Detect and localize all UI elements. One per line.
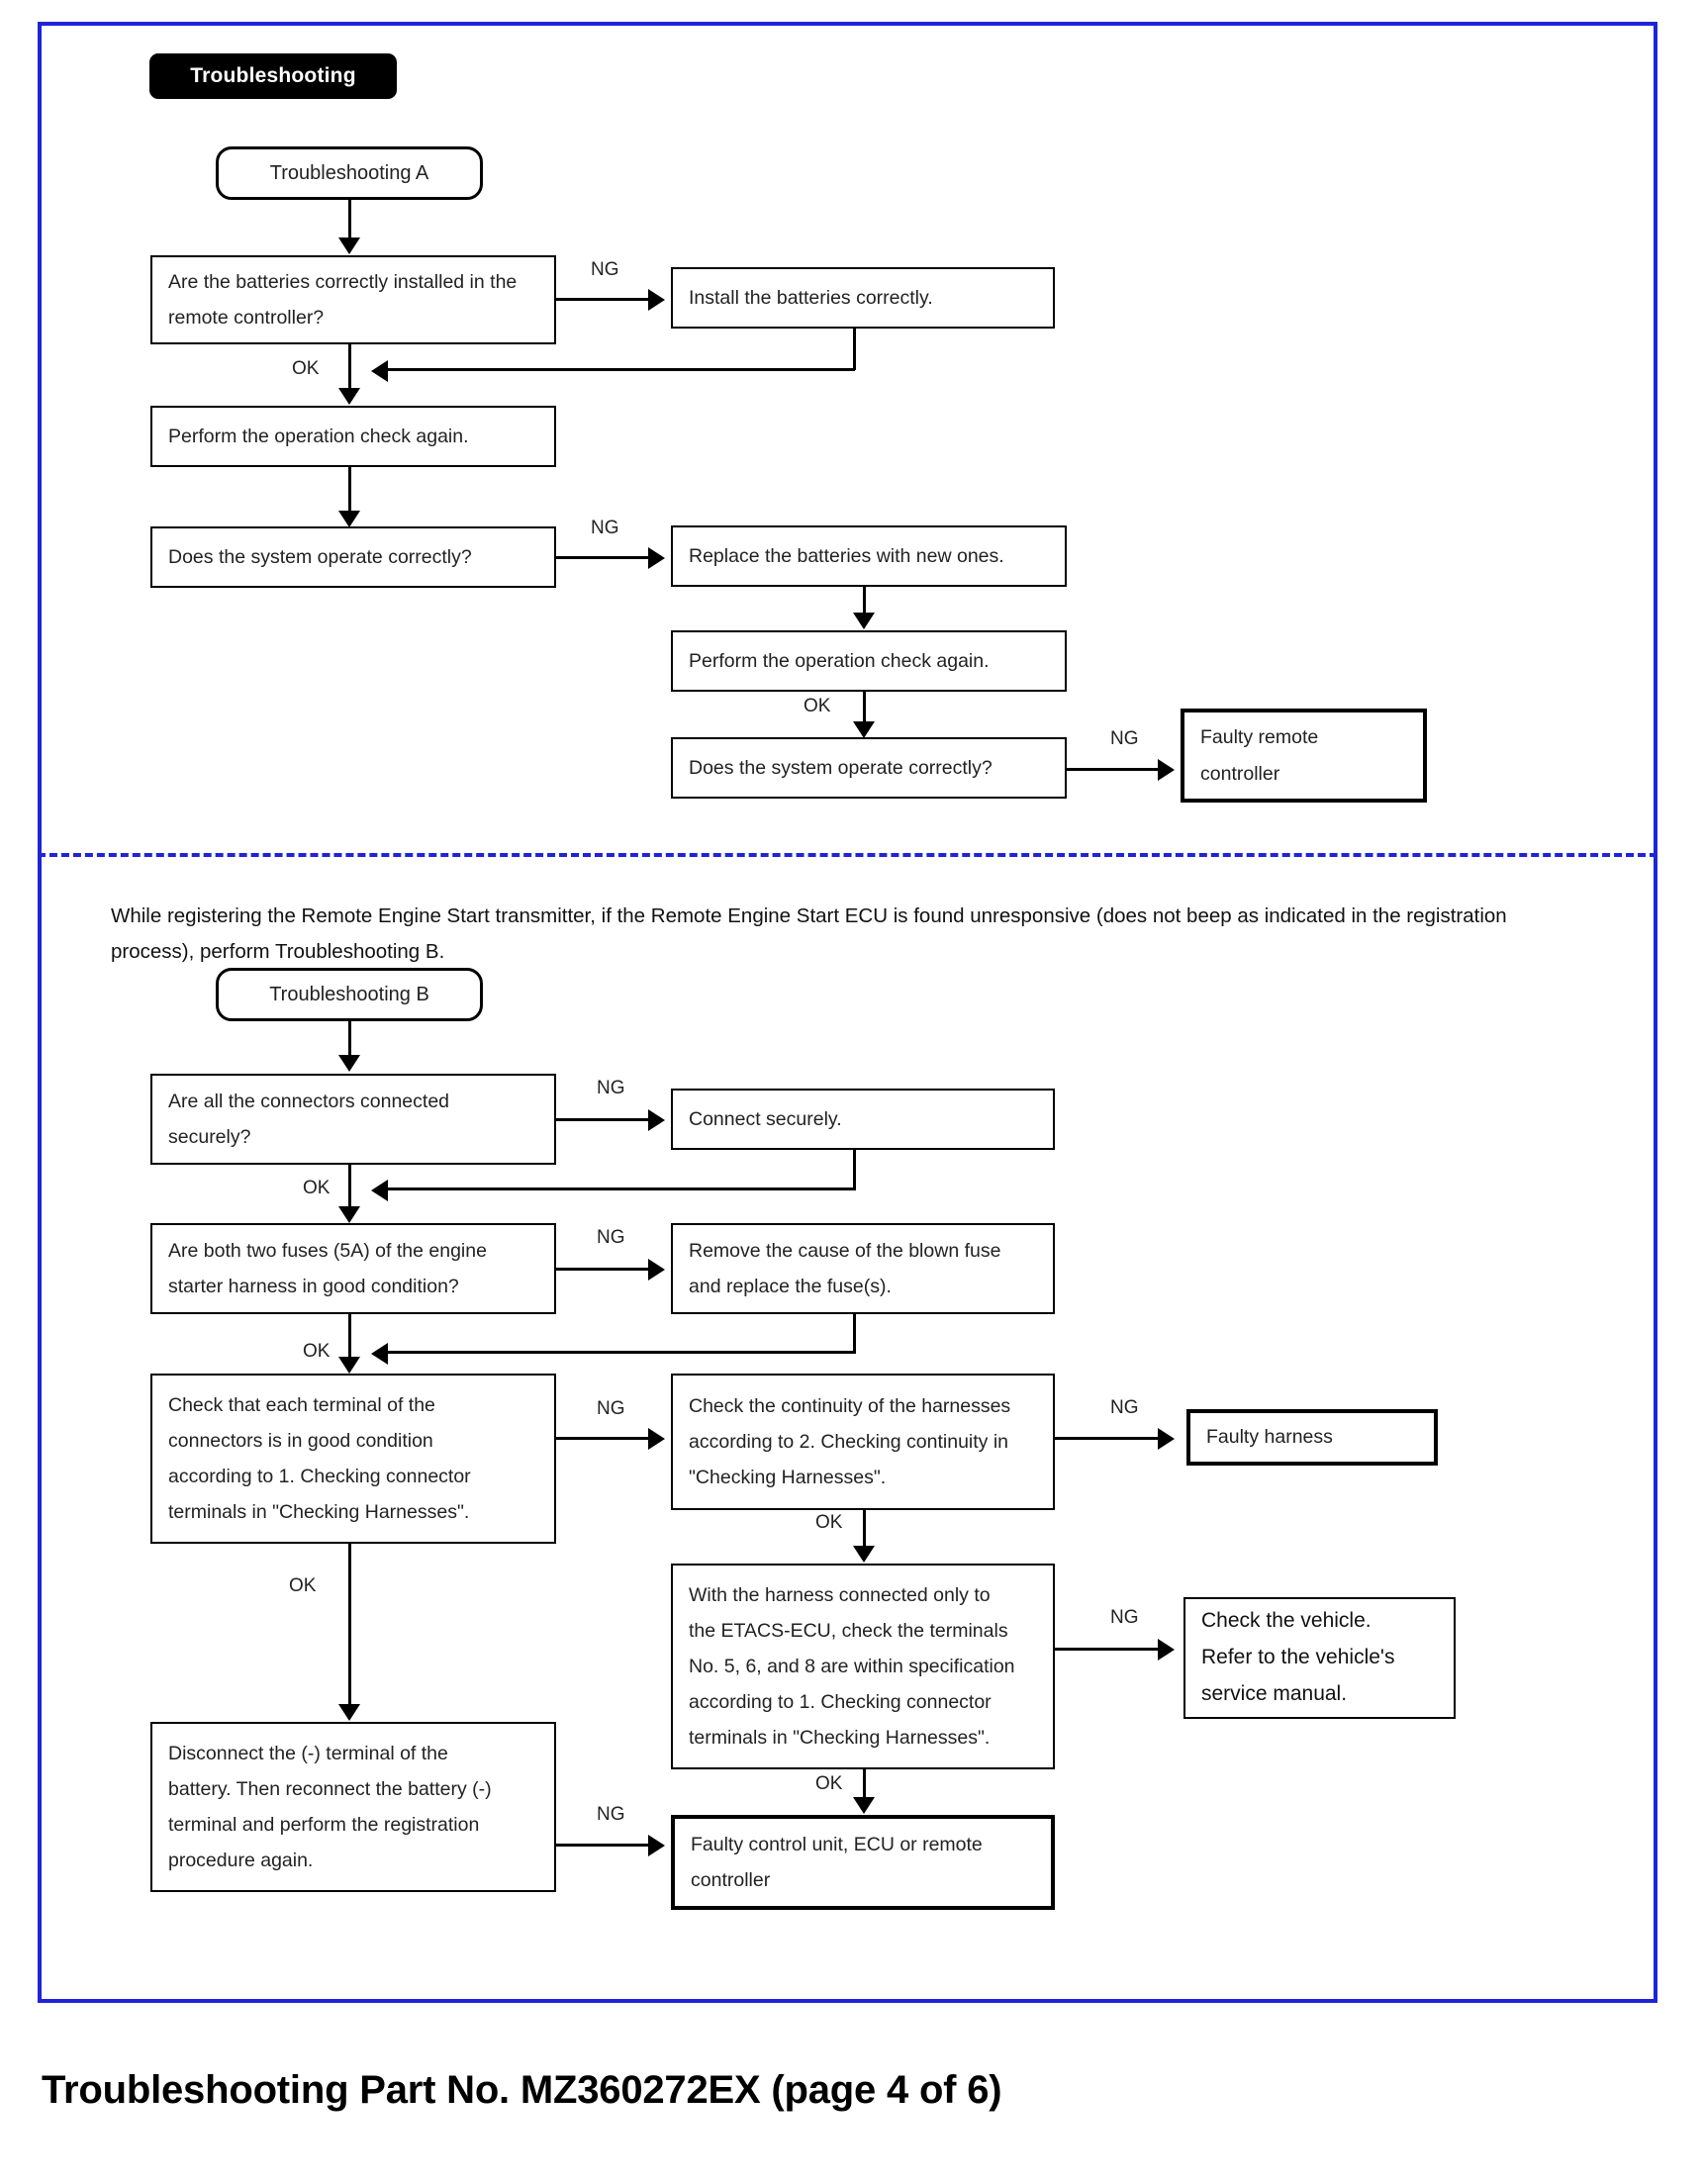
arrowhead-right	[648, 1259, 665, 1281]
edge-label-ng-3: NG	[1110, 728, 1139, 749]
box-action-disconnect-battery: Disconnect the (-) terminal of the batte…	[150, 1722, 556, 1892]
connector-q-fuses-to-remove-cause	[556, 1268, 655, 1271]
arrowhead-down	[338, 1055, 360, 1072]
edge-label-ng-6: NG	[597, 1398, 625, 1419]
box-question-batteries: Are the batteries correctly installed in…	[150, 255, 556, 344]
box-question-check-terminals: Check that each terminal of the connecto…	[150, 1374, 556, 1544]
box-question-operate-1: Does the system operate correctly?	[150, 526, 556, 588]
connector-q-connectors-to-connect	[556, 1118, 655, 1121]
edge-label-ok-4: OK	[303, 1341, 331, 1362]
edge-label-ng-8: NG	[1110, 1607, 1139, 1628]
box-terminal-faulty-control-unit: Faulty control unit, ECU or remote contr…	[671, 1815, 1055, 1910]
connector-terminals-ok-down	[348, 1544, 351, 1710]
connector-install-loop-left	[386, 368, 855, 371]
box-action-remove-blown-fuse: Remove the cause of the blown fuse and r…	[671, 1223, 1055, 1314]
node-troubleshooting-a-start: Troubleshooting A	[216, 146, 483, 200]
connector-etacs-ok-down	[863, 1769, 866, 1803]
page-caption: Troubleshooting Part No. MZ360272EX (pag…	[42, 2068, 1002, 2112]
node-troubleshooting-b-start: Troubleshooting B	[216, 968, 483, 1021]
arrowhead-down	[338, 1206, 360, 1223]
box-process-check-again-1: Perform the operation check again.	[150, 406, 556, 467]
connector-q-batteries-to-install	[556, 298, 655, 301]
arrowhead-left	[371, 1180, 388, 1201]
arrowhead-down	[338, 1704, 360, 1721]
box-action-connect-securely: Connect securely.	[671, 1089, 1055, 1150]
connector-connect-loop-left	[386, 1187, 855, 1190]
edge-label-ng-5: NG	[597, 1227, 625, 1248]
arrowhead-right	[1158, 759, 1175, 781]
edge-label-ok-5: OK	[815, 1512, 843, 1533]
box-terminal-faulty-harness: Faulty harness	[1186, 1409, 1438, 1466]
arrowhead-down	[853, 1797, 875, 1814]
edge-label-ng-2: NG	[591, 518, 619, 538]
edge-label-ok-2: OK	[804, 696, 831, 716]
box-action-install-batteries: Install the batteries correctly.	[671, 267, 1055, 329]
connector-continuity-to-faulty-harness	[1055, 1437, 1166, 1440]
edge-label-ok-6: OK	[289, 1575, 317, 1596]
arrowhead-right	[648, 1109, 665, 1131]
arrowhead-right	[1158, 1428, 1175, 1450]
box-question-check-continuity: Check the continuity of the harnesses ac…	[671, 1374, 1055, 1510]
box-action-replace-batteries: Replace the batteries with new ones.	[671, 525, 1067, 587]
edge-label-ok-7: OK	[815, 1773, 843, 1794]
edge-label-ng-4: NG	[597, 1078, 625, 1098]
arrowhead-down	[338, 511, 360, 527]
arrowhead-down	[853, 1546, 875, 1563]
section-divider	[38, 853, 1657, 857]
box-question-connectors: Are all the connectors connected securel…	[150, 1074, 556, 1165]
connector-fuse-loop-left	[386, 1351, 855, 1354]
connector-install-loop-down	[853, 329, 856, 370]
edge-label-ok-3: OK	[303, 1178, 331, 1198]
note-paragraph: While registering the Remote Engine Star…	[111, 904, 1507, 963]
box-question-operate-2: Does the system operate correctly?	[671, 737, 1067, 799]
arrowhead-right	[648, 289, 665, 311]
connector-continuity-ok-down	[863, 1510, 866, 1552]
box-process-check-again-2: Perform the operation check again.	[671, 630, 1067, 692]
arrowhead-right	[1158, 1639, 1175, 1661]
edge-label-ok-1: OK	[292, 358, 320, 379]
edge-label-ng-7: NG	[1110, 1397, 1139, 1418]
arrowhead-down	[338, 237, 360, 254]
arrowhead-down	[853, 721, 875, 738]
connector-check1-to-q-operate1	[348, 467, 351, 515]
arrowhead-right	[648, 1835, 665, 1856]
connector-etacs-to-check-vehicle	[1055, 1648, 1166, 1651]
arrowhead-left	[371, 360, 388, 382]
edge-label-ng-9: NG	[597, 1804, 625, 1825]
box-terminal-check-vehicle: Check the vehicle. Refer to the vehicle'…	[1183, 1597, 1456, 1719]
connector-disconnect-to-faulty-unit	[556, 1844, 655, 1847]
connector-q-operate1-to-replace	[556, 556, 655, 559]
connector-terminals-to-continuity	[556, 1437, 655, 1440]
connector-q-fuses-ok-down	[348, 1314, 351, 1362]
arrowhead-down	[853, 613, 875, 629]
box-question-fuses: Are both two fuses (5A) of the engine st…	[150, 1223, 556, 1314]
connector-connect-loop-down	[853, 1150, 856, 1190]
connector-start-b-to-q-connectors	[348, 1021, 351, 1059]
section-title-chip: Troubleshooting	[149, 53, 397, 99]
connector-check2-to-q-operate2	[863, 692, 866, 727]
connector-q-operate2-to-faulty-remote	[1067, 768, 1166, 771]
connector-q-connectors-ok-down	[348, 1165, 351, 1212]
edge-label-ng-1: NG	[591, 259, 619, 280]
arrowhead-left	[371, 1343, 388, 1365]
connector-fuse-loop-down	[853, 1314, 856, 1354]
arrowhead-down	[338, 1357, 360, 1374]
arrowhead-down	[338, 388, 360, 405]
connector-replace-to-check2	[863, 587, 866, 618]
arrowhead-right	[648, 1428, 665, 1450]
arrowhead-right	[648, 547, 665, 569]
connector-start-to-q-batteries	[348, 200, 351, 241]
box-terminal-faulty-remote-controller: Faulty remote controller	[1181, 709, 1427, 803]
connector-q-batteries-ok-down	[348, 344, 351, 394]
box-question-etacs-terminals: With the harness connected only to the E…	[671, 1564, 1055, 1769]
